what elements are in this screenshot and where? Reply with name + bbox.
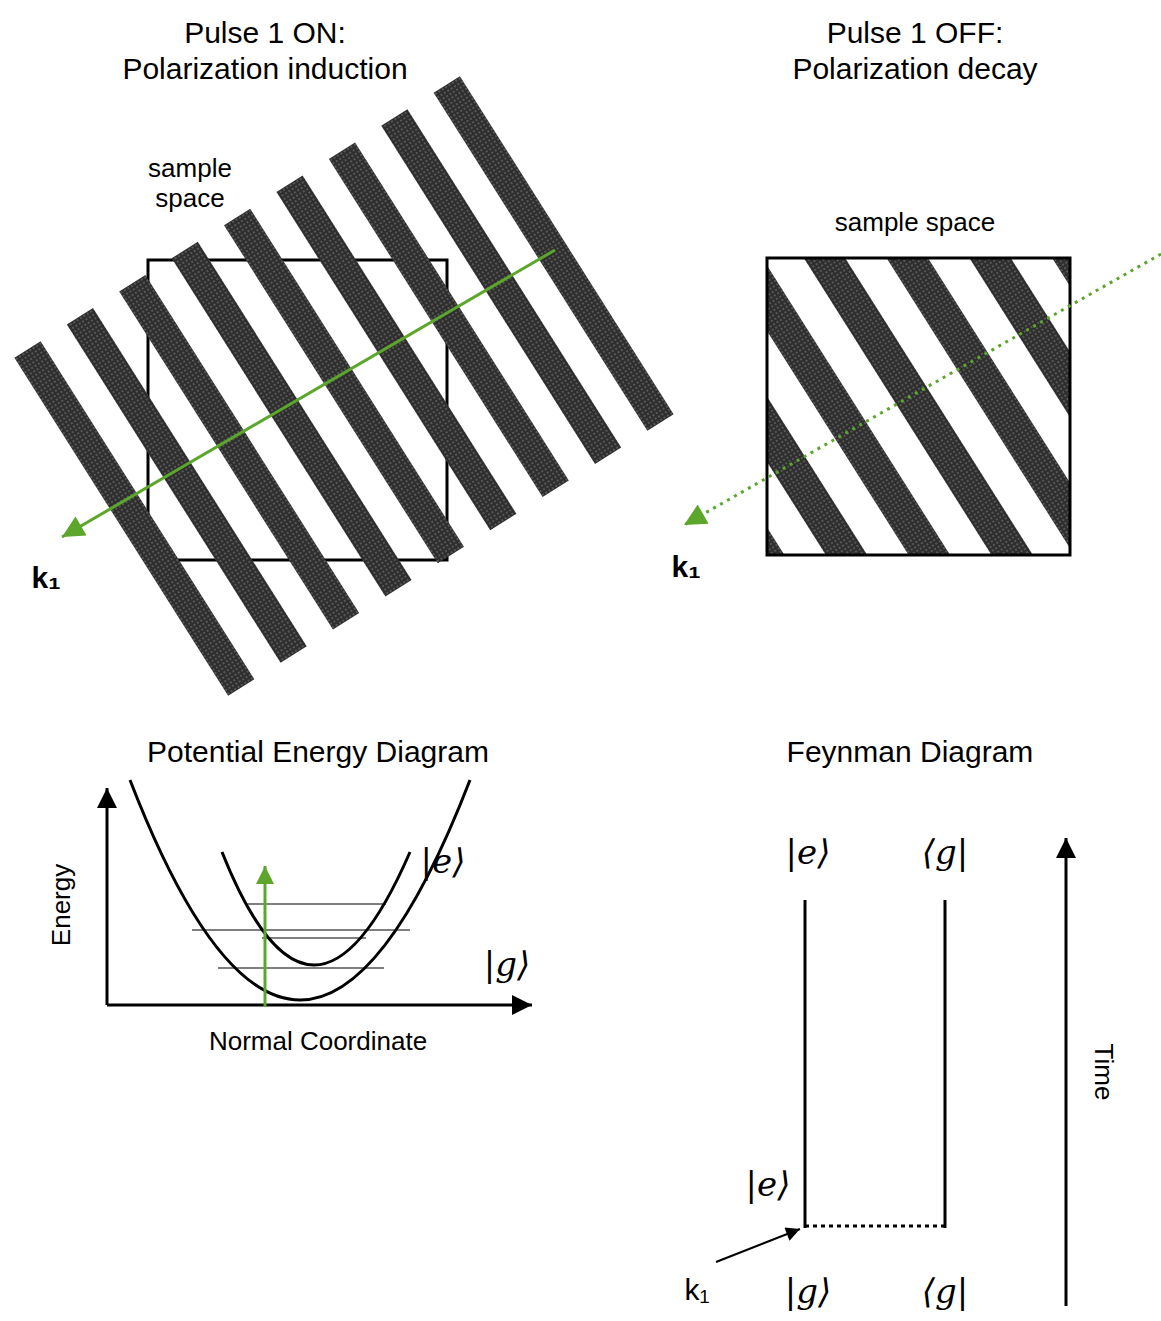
panel-title: Feynman Diagram — [787, 735, 1034, 770]
panel-title: Potential Energy Diagram — [147, 735, 489, 770]
energy-axis — [106, 788, 109, 1005]
excited-potential — [222, 852, 410, 965]
panel-title: Pulse 1 ON: — [184, 16, 346, 51]
axis-label: Time — [1088, 1044, 1118, 1101]
wavefront-stripe — [835, 258, 1070, 555]
wavevector-label: k₁ — [31, 561, 60, 596]
axis-label: Normal Coordinate — [209, 1027, 427, 1057]
state-label: |e⟩ — [746, 1165, 791, 1204]
state-label: |e⟩ — [786, 833, 831, 872]
state-label: |g⟩ — [785, 1272, 831, 1311]
coordinate-axis — [107, 1004, 532, 1007]
wavevector-label: k₁ — [684, 1273, 709, 1308]
wavefront-stripe — [1012, 258, 1070, 524]
wavefront-stripe — [434, 76, 674, 431]
panel-title: Polarization decay — [792, 52, 1037, 87]
state-label: |e⟩ — [421, 842, 466, 881]
region-label: sample space — [835, 208, 995, 238]
interaction-arrow — [716, 1229, 800, 1262]
wavefront-stripe — [894, 258, 1070, 555]
time-arrow — [1065, 838, 1068, 1306]
axis-label: Energy — [47, 864, 77, 946]
wavefronts — [14, 76, 673, 696]
excitation-arrow — [264, 866, 267, 1007]
region-label: sample space — [135, 154, 245, 214]
vibrational-level — [246, 903, 386, 904]
k-vector-arrow — [62, 250, 555, 537]
ground-potential — [130, 780, 470, 1000]
polarization-grating — [767, 258, 1070, 555]
k-vector-dotted — [684, 254, 1161, 525]
state-label: ⟨g| — [922, 833, 968, 872]
bra-line — [944, 900, 947, 1228]
vibrational-level — [262, 937, 366, 938]
vibrational-level — [218, 967, 384, 968]
interaction-line — [805, 1225, 945, 1228]
panel-title: Pulse 1 OFF: — [827, 16, 1004, 51]
panel-title: Polarization induction — [122, 52, 407, 87]
sample-square — [767, 258, 1070, 555]
state-label: |g⟩ — [484, 945, 530, 984]
ket-line — [804, 900, 807, 1228]
vibrational-level — [192, 929, 410, 930]
wavevector-label: k₁ — [671, 550, 700, 585]
state-label: ⟨g| — [922, 1272, 968, 1311]
wavefront-stripe — [953, 258, 1070, 555]
